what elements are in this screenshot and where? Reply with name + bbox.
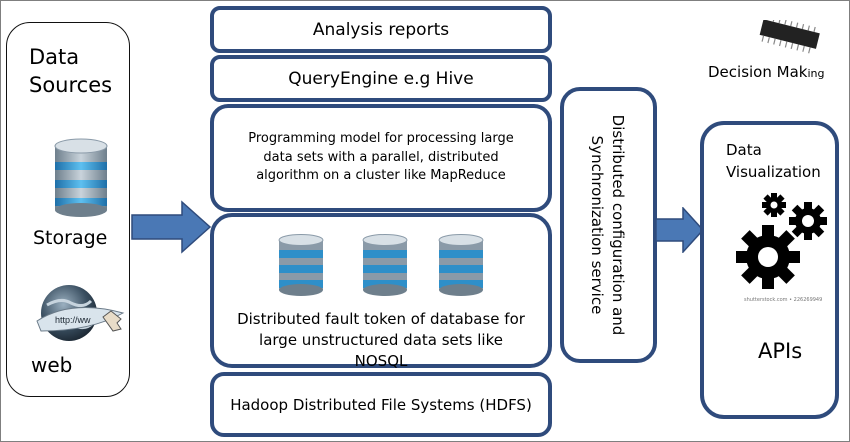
data-sources-panel: Data Sources Storage http://ww	[6, 22, 130, 397]
hdfs-box: Hadoop Distributed File Systems (HDFS)	[210, 372, 552, 437]
output-panel: Data Visualization	[700, 121, 839, 419]
data-sources-title: Data Sources	[29, 45, 113, 97]
decision-making-label: Decision Making	[708, 63, 825, 81]
nosql-box: Distributed fault token of database for …	[210, 213, 552, 370]
analysis-reports-box: Analysis reports	[210, 6, 552, 53]
apis-label: APIs	[758, 339, 803, 363]
arrow-right-icon	[131, 200, 212, 254]
nosql-label: Distributed fault token of database for …	[237, 310, 525, 370]
web-label: web	[31, 353, 73, 377]
database-icon	[278, 234, 324, 296]
data-visualization-title: Data Visualization	[726, 141, 821, 181]
storage-label: Storage	[33, 227, 108, 249]
coordination-service-box: Distributed configuration and Synchroniz…	[560, 87, 657, 363]
arrow-right-icon	[655, 207, 705, 253]
database-icon	[54, 138, 108, 217]
web-url-text: http://ww	[55, 315, 91, 325]
query-engine-box: QueryEngine e.g Hive	[210, 55, 552, 102]
chip-icon	[759, 20, 820, 54]
watermark-text: shutterstock.com • 226269949	[744, 297, 823, 303]
coordination-service-label: Distributed configuration and Synchroniz…	[588, 114, 627, 336]
programming-model-box: Programming model for processing large d…	[210, 104, 552, 212]
gear-icon	[736, 193, 827, 289]
database-icon	[362, 234, 408, 296]
globe-icon: http://ww	[36, 285, 125, 341]
database-icon	[438, 234, 484, 296]
